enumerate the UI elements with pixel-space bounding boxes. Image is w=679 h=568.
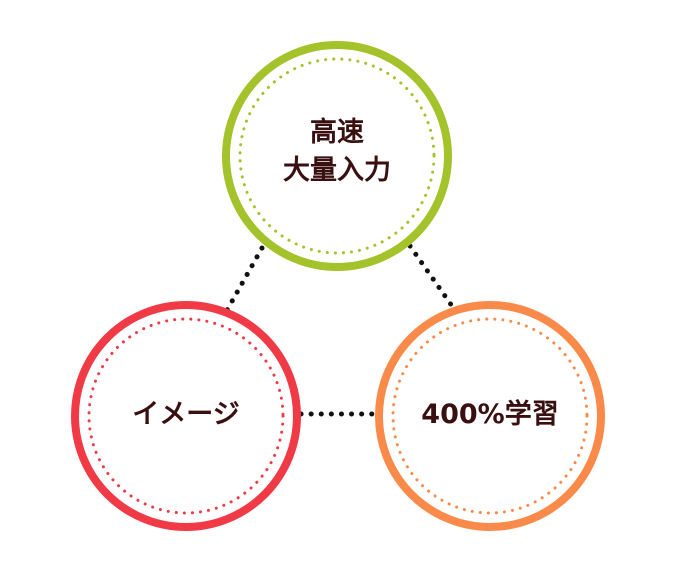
node-image-label-line-1: イメージ	[132, 399, 240, 430]
connector-speed-image	[223, 245, 265, 315]
node-learning-inner-dotted-ring	[391, 317, 589, 515]
node-image-inner-dotted-ring	[87, 317, 285, 515]
node-image-outer-ring	[71, 301, 301, 531]
connector-speed-learning	[407, 243, 455, 309]
node-speed-label-line-1: 高速	[310, 117, 364, 148]
node-image	[71, 301, 301, 531]
node-speed-label-line-2: 大量入力	[283, 155, 391, 186]
node-learning-label: 400%学習	[390, 396, 590, 434]
node-speed	[222, 41, 452, 271]
node-speed-label: 高速 大量入力	[237, 114, 437, 190]
node-speed-inner-dotted-ring	[238, 57, 436, 255]
node-image-label: イメージ	[86, 396, 286, 434]
node-learning-label-line-1: 400%学習	[421, 399, 559, 430]
node-learning-outer-ring	[375, 301, 605, 531]
node-learning	[375, 301, 605, 531]
node-speed-outer-ring	[222, 41, 452, 271]
